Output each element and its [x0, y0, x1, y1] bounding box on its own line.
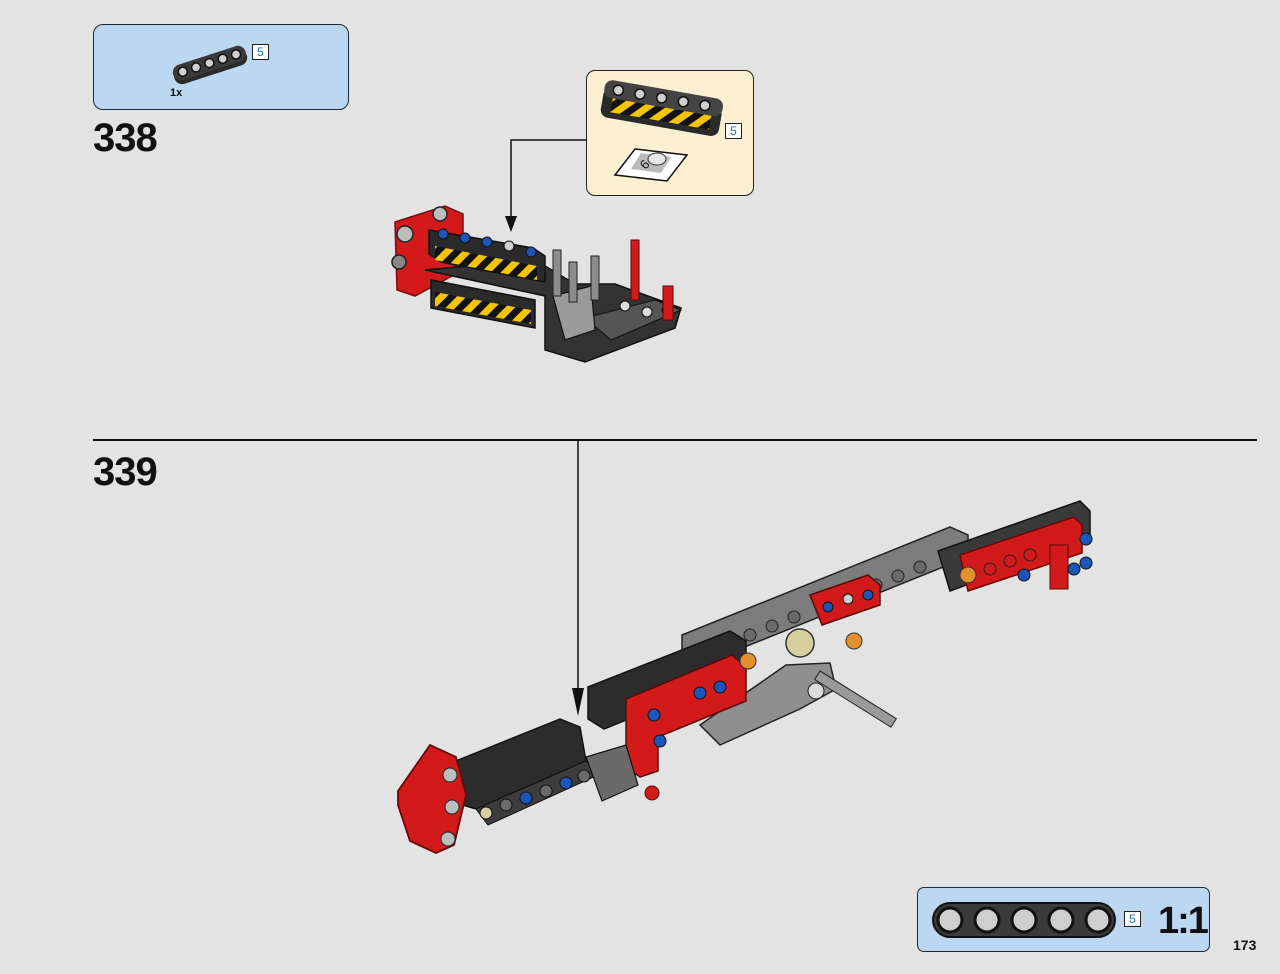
- page-number: 173: [1233, 937, 1257, 953]
- parts-callout: 5 1x: [93, 24, 349, 110]
- sticker-subassembly-box: 5 6: [586, 70, 754, 196]
- striped-beam-icon: [600, 80, 723, 136]
- beam-length-badge: 5: [725, 123, 742, 139]
- step-number-339: 339: [93, 450, 158, 494]
- scale-label: 1:1: [1158, 900, 1209, 942]
- step-number-338: 338: [93, 116, 158, 160]
- scale-reference-box: 5 1:1: [917, 887, 1210, 952]
- sticker-sheet-icon: [613, 148, 689, 182]
- part-quantity: 1x: [170, 87, 183, 99]
- beam-length-badge: 5: [252, 44, 269, 60]
- beam-5-part-icon: [172, 45, 248, 85]
- step-339-model: [397, 500, 1093, 854]
- step-divider: [93, 439, 1257, 441]
- step-338-model: [391, 205, 683, 363]
- beam-length-badge: 5: [1124, 911, 1141, 927]
- beam-5-scale-icon: [932, 902, 1116, 938]
